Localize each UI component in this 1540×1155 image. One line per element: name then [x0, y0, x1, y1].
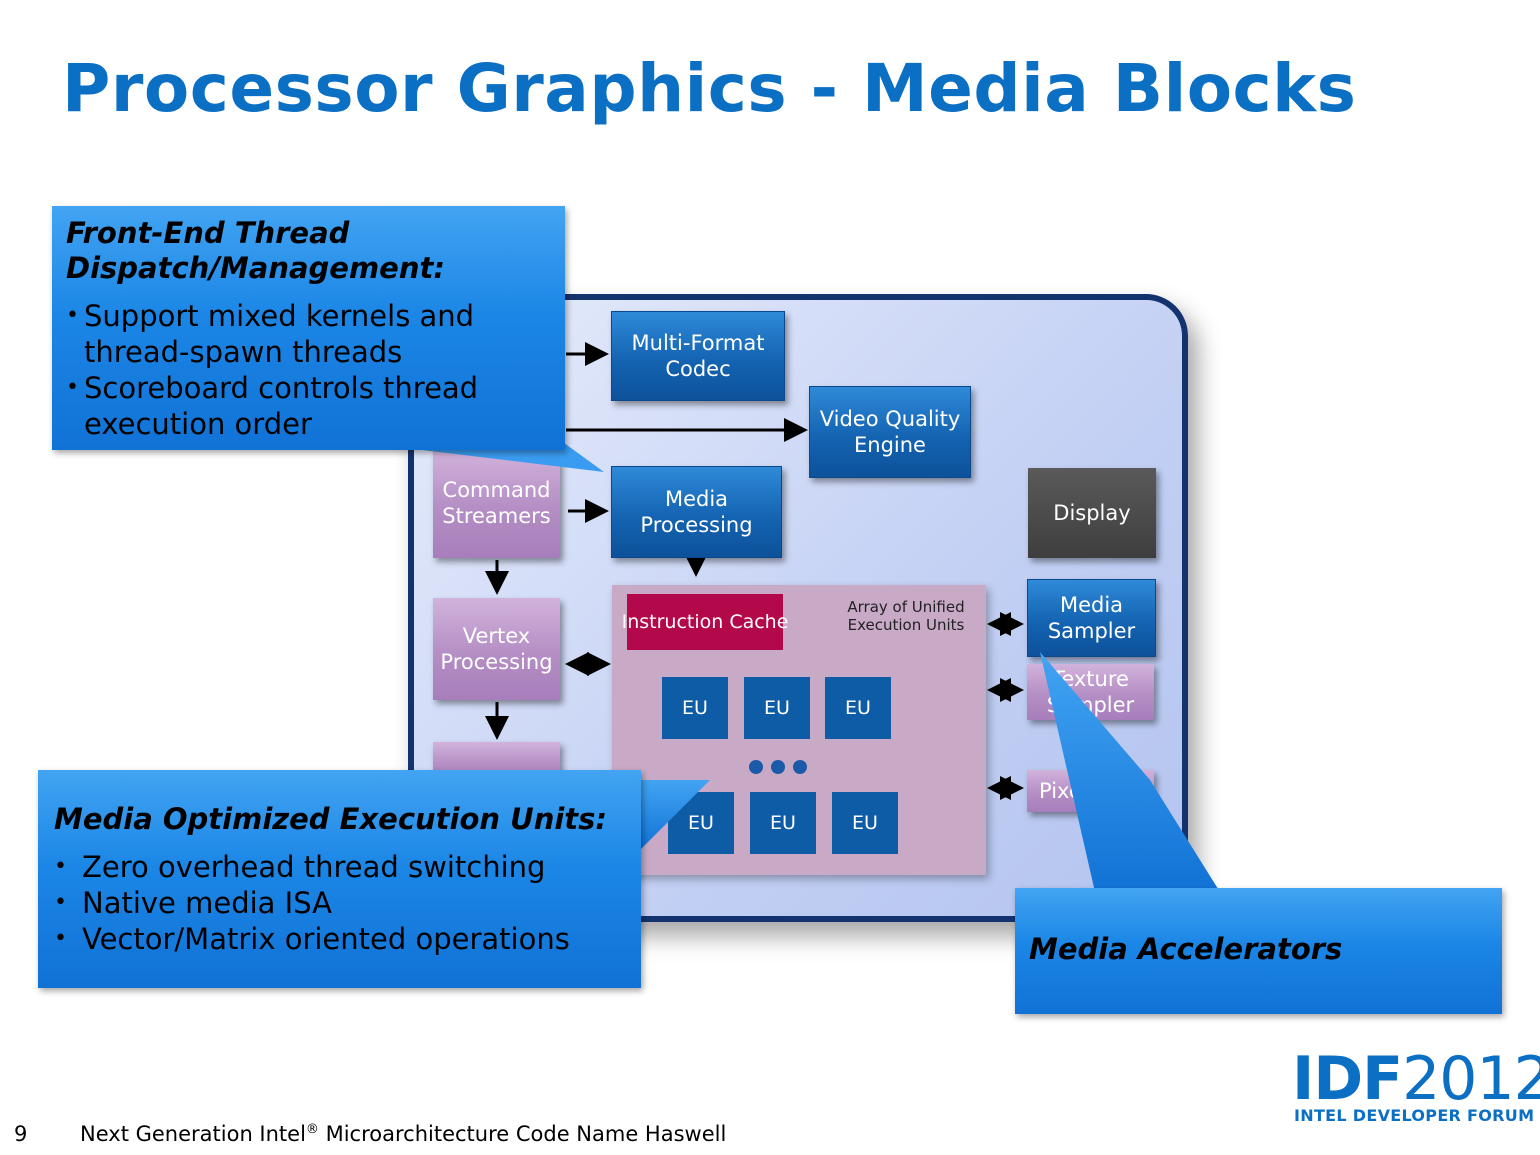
front-end-heading-line1: Front-End Thread	[66, 216, 350, 250]
bullet-item: Zero overhead thread switching	[54, 849, 625, 885]
video-quality-engine-block: Video Quality Engine	[809, 386, 971, 478]
eu-block: EU	[668, 792, 734, 854]
media-sampler-block: Media Sampler	[1027, 579, 1156, 657]
bullet-item: Support mixed kernels and thread-spawn t…	[66, 298, 551, 370]
vertex-processing-block: Vertex Processing	[433, 598, 560, 700]
media-processing-block: Media Processing	[611, 466, 782, 558]
ellipsis-dot	[771, 760, 785, 774]
eu-block: EU	[825, 677, 891, 739]
front-end-callout: Front-End Thread Dispatch/Management: Su…	[52, 206, 565, 450]
page-number: 9	[14, 1122, 28, 1146]
media-accelerators-heading: Media Accelerators	[1029, 932, 1343, 966]
display-block: Display	[1028, 468, 1156, 558]
footer-text-post: Microarchitecture Code Name Haswell	[318, 1122, 727, 1146]
eu-block: EU	[750, 792, 816, 854]
slide-title: Processor Graphics - Media Blocks	[62, 50, 1357, 127]
media-eu-callout: Media Optimized Execution Units: Zero ov…	[38, 770, 641, 988]
instruction-cache-block: Instruction Cache	[622, 594, 788, 650]
idf-logo-subtitle: INTEL DEVELOPER FORUM	[1294, 1106, 1535, 1125]
accelerators-pointer	[1040, 652, 1220, 892]
eu-block: EU	[832, 792, 898, 854]
bullet-item: Scoreboard controls thread execution ord…	[66, 370, 551, 442]
idf-logo-year: 2012	[1402, 1044, 1540, 1114]
footer-text-pre: Next Generation Intel	[80, 1122, 306, 1146]
eu-array-label: Array of Unified Execution Units	[847, 598, 965, 634]
registered-mark: ®	[305, 1122, 319, 1137]
eu-block: EU	[744, 677, 810, 739]
bullet-item: Native media ISA	[54, 885, 625, 921]
bullet-item: Vector/Matrix oriented operations	[54, 921, 625, 957]
idf-logo: IDF2012	[1292, 1048, 1540, 1110]
ellipsis-dot	[793, 760, 807, 774]
eu-block: EU	[662, 677, 728, 739]
media-eu-heading: Media Optimized Execution Units:	[54, 802, 608, 836]
media-accelerators-callout: Media Accelerators	[1015, 888, 1502, 1014]
front-end-bullets: Support mixed kernels and thread-spawn t…	[66, 298, 551, 442]
ellipsis-dot	[749, 760, 763, 774]
command-streamers-block: Command Streamers	[433, 448, 560, 558]
footer-text: Next Generation Intel® Microarchitecture…	[80, 1122, 726, 1146]
idf-logo-text: IDF	[1292, 1044, 1403, 1114]
front-end-heading-line2: Dispatch/Management:	[66, 251, 445, 285]
media-eu-bullets: Zero overhead thread switching Native me…	[54, 849, 625, 957]
multi-format-codec-block: Multi-Format Codec	[611, 311, 785, 401]
